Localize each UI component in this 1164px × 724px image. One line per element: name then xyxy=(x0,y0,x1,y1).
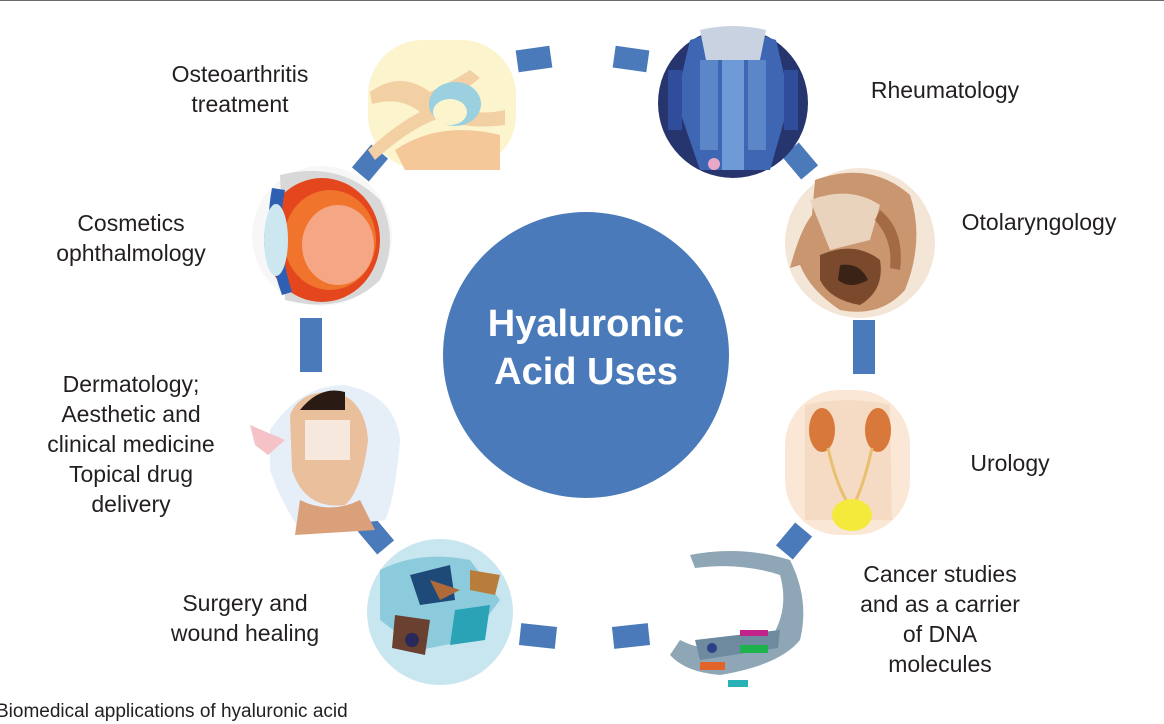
figure-caption: Biomedical applications of hyaluronic ac… xyxy=(0,700,348,724)
eye-cross-section-icon xyxy=(252,166,392,306)
skeleton-body-icon xyxy=(658,26,808,178)
cosmetics-label: Cosmetics ophthalmology xyxy=(24,208,238,268)
dermatology-label: Dermatology; Aesthetic and clinical medi… xyxy=(20,369,242,519)
connector-dash xyxy=(519,623,557,649)
connector-dash xyxy=(612,623,650,649)
connector-dash xyxy=(300,318,322,372)
osteoarthritis-label: Osteoarthritis treatment xyxy=(130,59,350,119)
knee-joint-icon xyxy=(368,40,516,170)
cancer-label: Cancer studies and as a carrier of DNA m… xyxy=(830,559,1050,679)
center-title-line: Hyaluronic xyxy=(443,300,729,348)
dna-carrier-icon xyxy=(670,551,803,687)
connector-dash xyxy=(776,522,812,559)
center-title-line: Acid Uses xyxy=(443,348,729,396)
head-anatomy-icon xyxy=(785,168,935,318)
connector-dash xyxy=(613,46,650,73)
otolaryngology-label: Otolaryngology xyxy=(936,207,1142,237)
face-skin-icon xyxy=(250,385,400,535)
center-title: Hyaluronic Acid Uses xyxy=(443,300,729,396)
urinary-system-icon xyxy=(785,390,910,535)
connector-dash xyxy=(516,46,553,73)
rheumatology-label: Rheumatology xyxy=(845,75,1045,105)
urology-label: Urology xyxy=(940,448,1080,478)
surgery-label: Surgery and wound healing xyxy=(145,588,345,648)
connector-dash xyxy=(853,320,875,374)
wound-tissue-icon xyxy=(367,539,513,685)
